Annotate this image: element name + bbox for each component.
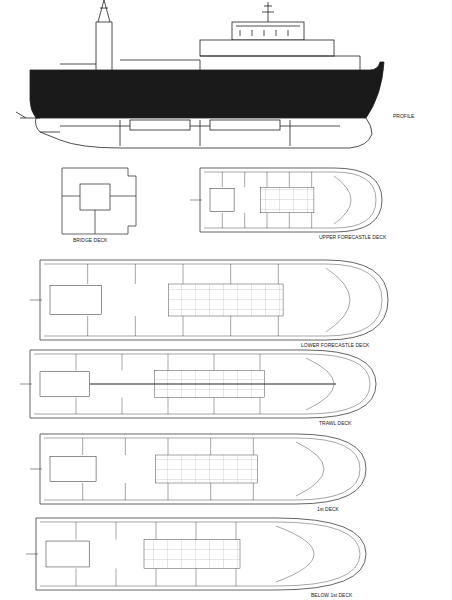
bulkhead-line xyxy=(244,213,245,228)
bulkhead-line xyxy=(214,398,215,414)
deck-area xyxy=(155,455,257,483)
bulkhead-line xyxy=(210,483,211,500)
view-title: PROFILE xyxy=(392,113,415,119)
bulkhead-line xyxy=(116,568,117,586)
deck-inner-line xyxy=(44,438,360,500)
bridge-deck-plan xyxy=(62,168,136,234)
bulkhead-line xyxy=(82,483,83,500)
view-title: TRAWL DECK xyxy=(318,420,352,426)
bulkhead-line xyxy=(230,316,231,336)
bulkhead-line xyxy=(311,213,312,228)
bulkhead-line xyxy=(196,568,197,586)
forepeak-line xyxy=(326,268,350,332)
bulkhead-line xyxy=(87,264,88,284)
bulkhead-line xyxy=(267,172,268,187)
deck-outline xyxy=(36,518,366,590)
centerline-mark xyxy=(30,300,42,301)
bulkhead-line xyxy=(289,213,290,228)
machinery-space xyxy=(40,372,90,396)
bulkhead-line xyxy=(210,438,211,455)
bulkhead-line xyxy=(135,264,136,284)
bulkhead-line xyxy=(168,354,169,370)
bulkhead-line xyxy=(135,316,136,336)
bulkhead-line xyxy=(183,264,184,284)
bulkhead-line xyxy=(156,568,157,586)
bulkhead-line xyxy=(253,483,254,500)
forepeak-line xyxy=(296,442,324,496)
deck-inner-line xyxy=(44,264,382,336)
bulkhead-line xyxy=(82,438,83,455)
bulkhead-line xyxy=(168,483,169,500)
bulkhead-line xyxy=(168,398,169,414)
bulkhead-line xyxy=(168,438,169,455)
machinery-space xyxy=(50,286,101,315)
bulkhead-line xyxy=(236,568,237,586)
machinery-space xyxy=(210,188,234,211)
centerline-mark xyxy=(30,469,42,470)
view-title: LOWER FORECASTLE DECK xyxy=(300,342,370,348)
bulkhead-line xyxy=(76,522,77,540)
view-title: BRIDGE DECK xyxy=(72,237,108,243)
view-title: UPPER FORECASTLE DECK xyxy=(318,234,387,240)
deck-outline xyxy=(200,168,382,232)
bulkhead-line xyxy=(244,172,245,187)
deck-inner-line xyxy=(34,354,370,414)
bulkhead-line xyxy=(222,172,223,187)
bulkhead-line xyxy=(289,172,290,187)
view-title: 1st DECK xyxy=(316,506,340,512)
forepeak-line xyxy=(276,526,314,582)
bulkhead-line xyxy=(125,438,126,455)
bulkhead-line xyxy=(76,398,77,414)
view-title: BELOW 1st DECK xyxy=(310,592,353,598)
bulkhead-line xyxy=(267,213,268,228)
deck-area xyxy=(260,187,314,213)
machinery-space xyxy=(50,456,96,481)
bulkhead-line xyxy=(222,213,223,228)
bulkhead-line xyxy=(236,522,237,540)
deck-outline xyxy=(30,350,376,418)
machinery-space xyxy=(46,541,89,567)
bulkhead-line xyxy=(125,483,126,500)
centerline-mark xyxy=(190,200,202,201)
bulkhead-line xyxy=(156,522,157,540)
bulkhead-line xyxy=(76,354,77,370)
deck-inner-line xyxy=(40,522,360,586)
deck-plans xyxy=(20,168,388,590)
centerline-mark xyxy=(20,384,32,385)
bulkhead-line xyxy=(116,522,117,540)
bulkhead-line xyxy=(260,398,261,414)
bulkhead-line xyxy=(311,172,312,187)
bulkhead-line xyxy=(87,316,88,336)
bulkhead-line xyxy=(122,398,123,414)
bulkhead-line xyxy=(122,354,123,370)
centerline-mark xyxy=(26,554,38,555)
deck-area xyxy=(169,284,283,316)
bulkhead-line xyxy=(230,264,231,284)
profile-view xyxy=(16,0,384,148)
bulkhead-line xyxy=(196,522,197,540)
bulkhead-line xyxy=(278,316,279,336)
deck-outline xyxy=(40,434,366,504)
bulkhead-line xyxy=(260,354,261,370)
bulkhead-line xyxy=(214,354,215,370)
forepeak-line xyxy=(334,176,351,224)
deck-outline xyxy=(40,260,388,340)
trawl-ramp-centerline xyxy=(90,383,336,384)
deck-inner-line xyxy=(204,172,376,228)
bulkhead-line xyxy=(253,438,254,455)
bulkhead-line xyxy=(183,316,184,336)
deck-area xyxy=(144,540,240,569)
bulkhead-line xyxy=(76,568,77,586)
bulkhead-line xyxy=(278,264,279,284)
